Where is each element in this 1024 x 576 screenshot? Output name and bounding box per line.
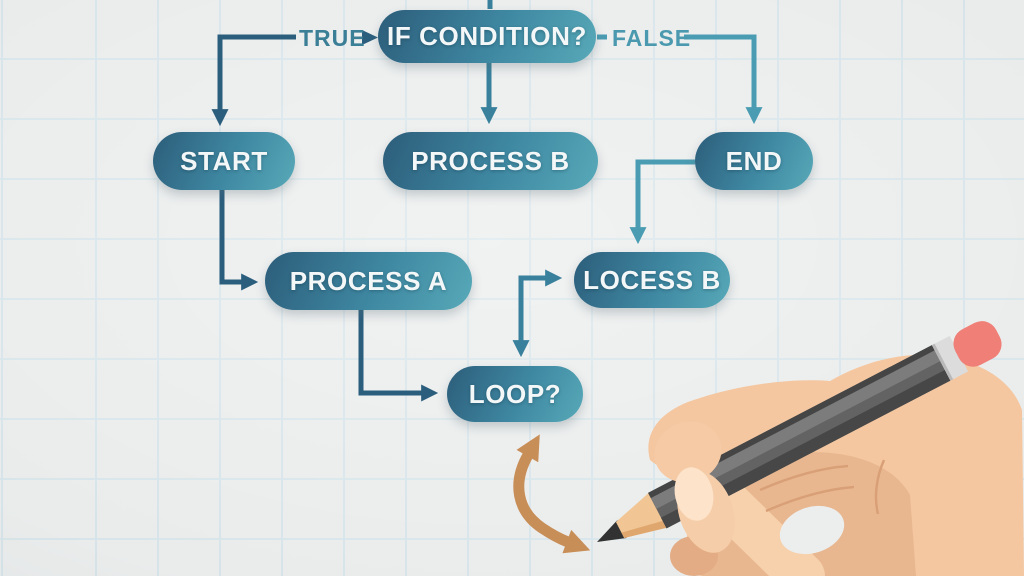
- node-loop-label: LOOP?: [468, 378, 562, 409]
- grip-gap: [779, 505, 845, 555]
- node-locess-b-label: LOCESS B: [583, 264, 721, 295]
- node-process-a: PROCESS A: [265, 252, 472, 310]
- connector-end-to-locessb: [629, 159, 695, 245]
- pencil-metal-band: [931, 335, 969, 381]
- node-end: END: [695, 132, 813, 190]
- pencil-band-edge: [931, 343, 954, 381]
- node-process-b: PROCESS B: [383, 132, 598, 190]
- connector-processa-to-loop: [358, 310, 439, 402]
- branch-label-false: FALSE: [612, 25, 692, 51]
- index-fingertip: [654, 421, 722, 483]
- pencil-wood-shade: [621, 520, 669, 538]
- loopback-arrow: [513, 434, 591, 554]
- node-process-b-label: PROCESS B: [411, 145, 570, 176]
- pencil-body-upper-facet: [650, 350, 941, 509]
- finger-crease-lines: [759, 459, 886, 515]
- node-if-condition: IF CONDITION?: [378, 10, 596, 63]
- node-start-label: START: [180, 145, 268, 176]
- connector-true-to-start: [211, 34, 296, 127]
- node-end-label: END: [725, 145, 783, 176]
- grip-fingers: [654, 421, 735, 553]
- node-start: START: [153, 132, 295, 190]
- thumbnail: [674, 467, 714, 521]
- pencil-eraser: [953, 321, 1002, 367]
- connector-false-to-end: [684, 34, 763, 125]
- pencil-body-lower-facet: [661, 369, 951, 529]
- node-process-a-label: PROCESS A: [289, 265, 448, 296]
- true-branch-triangle-icon: [362, 30, 378, 45]
- connector-start-to-processa: [219, 190, 259, 291]
- node-if-condition-label: IF CONDITION?: [387, 21, 587, 51]
- branch-label-true: TRUE: [299, 25, 366, 51]
- node-locess-b: LOCESS B: [574, 252, 730, 308]
- pencil-body-top-edge: [648, 345, 935, 499]
- pencil-illustration: [597, 321, 1002, 542]
- node-loop: LOOP?: [447, 366, 583, 422]
